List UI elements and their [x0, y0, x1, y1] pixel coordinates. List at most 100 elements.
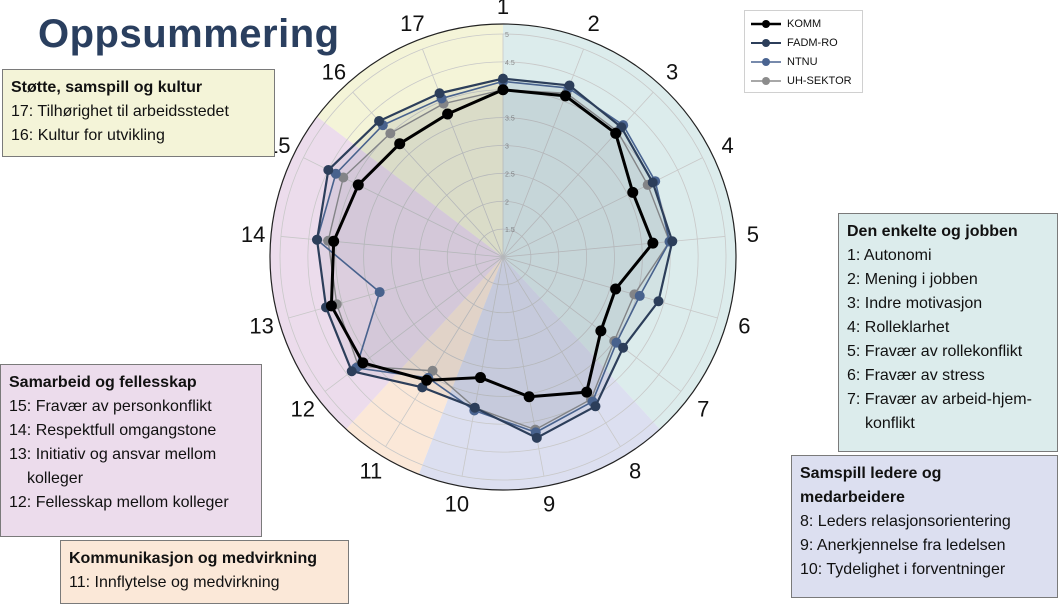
data-point-fadm-ro	[498, 73, 508, 84]
box-item: 17: Tilhørighet til arbeidsstedet	[11, 103, 229, 120]
category-box-samspill: Samspill ledere og medarbeidere 8: Leder…	[791, 455, 1058, 598]
category-label: 11	[359, 458, 382, 483]
box-item: 13: Initiativ og ansvar mellom	[9, 446, 217, 463]
sector-stotte	[317, 24, 503, 257]
box-item: 14: Respektfull omgangstone	[9, 422, 217, 439]
box-item: 2: Mening i jobben	[847, 271, 978, 288]
category-label: 3	[666, 60, 678, 85]
data-point-uh-sektor	[338, 172, 349, 183]
category-label: 1	[497, 0, 509, 19]
grid-spoke	[502, 256, 621, 447]
data-point-fadm-ro	[653, 296, 664, 307]
box-item: 15: Fravær av personkonflikt	[9, 398, 212, 415]
category-label: 6	[738, 314, 750, 339]
data-point-ntnu	[330, 168, 341, 179]
data-point-fadm-ro	[346, 366, 357, 377]
category-label: 12	[290, 396, 314, 421]
data-point-fadm-ro	[469, 402, 480, 413]
category-label: 2	[588, 11, 600, 36]
grid-spoke	[385, 256, 504, 447]
data-point-ntnu	[374, 287, 385, 298]
category-box-kommunikasjon: Kommunikasjon og medvirkning 11: Innflyt…	[60, 540, 349, 604]
data-point-komm	[442, 108, 454, 120]
data-point-komm	[421, 374, 433, 386]
sector-samarbeid	[269, 116, 503, 430]
legend-label-komm: KOMM	[787, 17, 822, 30]
box-heading: Den enkelte og jobben	[847, 223, 1018, 240]
data-point-komm	[497, 84, 509, 96]
box-heading: Støtte, samspill og kultur	[11, 79, 203, 96]
page-title: Oppsummering	[38, 12, 340, 56]
sector-individual	[503, 24, 736, 430]
category-label: 17	[400, 11, 424, 36]
box-item: kolleger	[27, 470, 84, 487]
category-label: 9	[543, 492, 555, 517]
data-point-fadm-ro	[374, 116, 385, 127]
box-item: 6: Fravær av stress	[847, 367, 985, 384]
box-item: 16: Kultur for utvikling	[11, 127, 165, 144]
category-box-samarbeid: Samarbeid og fellesskap 15: Fravær av pe…	[0, 364, 262, 537]
radar-outer-ring	[269, 23, 737, 491]
data-point-komm	[581, 386, 593, 398]
data-point-komm	[328, 235, 340, 247]
data-point-komm	[559, 90, 571, 102]
data-point-komm	[352, 179, 364, 191]
r-tick-label: 2	[505, 199, 509, 206]
legend-label-ntnu: NTNU	[787, 55, 818, 68]
box-item: 10: Tydelighet i forventninger	[800, 561, 1006, 578]
data-point-komm	[627, 186, 639, 198]
r-tick-label: 4.5	[505, 60, 515, 67]
data-point-komm	[647, 237, 659, 249]
legend-item-komm: KOMM	[751, 14, 856, 33]
box-item: 1: Autonomi	[847, 247, 932, 264]
box-item: 3: Indre motivasjon	[847, 295, 983, 312]
data-point-komm	[610, 127, 622, 139]
box-item: konflikt	[865, 415, 915, 432]
category-label: 14	[241, 222, 265, 247]
data-point-fadm-ro	[434, 88, 445, 99]
category-label: 10	[445, 492, 469, 517]
data-point-komm	[523, 391, 535, 403]
grid-spoke	[502, 256, 682, 392]
box-heading: Kommunikasjon og medvirkning	[69, 550, 318, 567]
data-point-komm	[474, 372, 486, 384]
box-heading: Samspill ledere og	[800, 465, 942, 482]
data-point-fadm-ro	[667, 236, 678, 247]
sector-samspill	[418, 257, 660, 491]
data-point-fadm-ro	[647, 177, 658, 188]
grid-spoke	[502, 236, 726, 258]
box-item: 8: Leders relasjonsorientering	[800, 513, 1011, 530]
data-point-komm	[325, 300, 337, 312]
category-label: 16	[322, 60, 346, 85]
box-item: 12: Fellesskap mellom kolleger	[9, 494, 229, 511]
grid-spoke	[502, 157, 703, 258]
category-label: 8	[629, 458, 641, 483]
category-box-stotte: Støtte, samspill og kultur 17: Tilhørigh…	[2, 69, 275, 157]
sector-kommunikasjon	[346, 257, 503, 475]
legend-item-fadm-ro: FADM-RO	[751, 33, 856, 52]
data-point-fadm-ro	[531, 432, 542, 443]
box-heading: Samarbeid og fellesskap	[9, 374, 197, 391]
box-item: 5: Fravær av rollekonflikt	[847, 343, 1023, 360]
box-item: 7: Fravær av arbeid-hjem-	[847, 391, 1032, 408]
grid-spoke	[502, 256, 718, 319]
category-label: 7	[697, 396, 709, 421]
r-tick-label: 1.5	[505, 227, 515, 234]
legend-item-uh-sektor: UH-SEKTOR	[751, 71, 856, 90]
data-point-komm	[394, 138, 406, 150]
series-line-uh-sektor	[327, 89, 671, 431]
series-line-komm	[329, 88, 655, 399]
legend-item-ntnu: NTNU	[751, 52, 856, 71]
legend-label-fadm-ro: FADM-RO	[787, 36, 838, 49]
data-point-uh-sektor	[385, 128, 396, 139]
r-tick-label: 3	[505, 144, 509, 151]
grid-spoke	[422, 48, 504, 258]
r-tick-label: 3.5	[505, 116, 515, 123]
category-label: 5	[747, 222, 759, 247]
grid-spoke	[502, 91, 654, 258]
category-box-enkelte: Den enkelte og jobben 1: Autonomi 2: Men…	[838, 213, 1058, 452]
grid-spoke	[461, 256, 504, 477]
data-point-fadm-ro	[590, 401, 601, 412]
category-label: 4	[722, 133, 734, 158]
